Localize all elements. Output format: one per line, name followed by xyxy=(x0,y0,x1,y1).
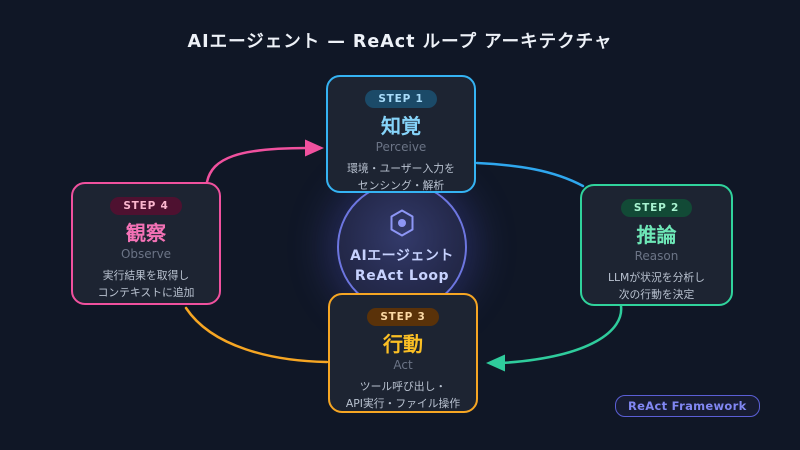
connector-act-to-observe xyxy=(184,306,329,364)
center-hub-label-en: ReAct Loop xyxy=(354,268,450,284)
page-title: AIエージェント — ReAct ループ アーキテクチャ xyxy=(187,32,613,52)
node-title: 知覚 xyxy=(381,114,421,138)
node-description-line1: LLMが状況を分析し xyxy=(608,271,705,284)
node-title: 観察 xyxy=(126,221,166,245)
node-subtitle: Act xyxy=(393,358,413,372)
step-badge: STEP 1 xyxy=(365,90,437,108)
node-description-line2: API実行・ファイル操作 xyxy=(345,396,461,410)
node-title: 推論 xyxy=(636,223,677,247)
node-subtitle: Observe xyxy=(120,247,172,261)
node-description: ツール呼び出し・ API実行・ファイル操作 xyxy=(346,379,460,412)
connector-perceive-to-reason xyxy=(475,161,585,188)
hexagon-icon xyxy=(390,209,414,237)
node-description: 環境・ユーザー入力を センシング・解析 xyxy=(347,161,455,194)
node-act: STEP 3 行動 Act ツール呼び出し・ API実行・ファイル操作 xyxy=(328,293,478,413)
node-subtitle: Perceive xyxy=(375,140,427,154)
node-description-line2: センシング・解析 xyxy=(357,178,445,192)
step-badge: STEP 2 xyxy=(620,199,693,217)
connector-reason-to-act xyxy=(486,304,623,372)
node-description-line1: 実行結果を取得し xyxy=(102,269,190,282)
connector-observe-to-perceive xyxy=(205,139,324,184)
node-description-line2: 次の行動を決定 xyxy=(618,287,695,301)
node-description: LLMが状況を分析し 次の行動を決定 xyxy=(608,270,705,303)
node-perceive: STEP 1 知覚 Perceive 環境・ユーザー入力を センシング・解析 xyxy=(326,75,476,193)
step-badge: STEP 3 xyxy=(367,308,439,326)
center-hub-label-jp: AIエージェント xyxy=(350,247,454,264)
node-description-line1: ツール呼び出し・ xyxy=(359,380,447,393)
node-title: 行動 xyxy=(383,332,423,356)
framework-badge: ReAct Framework xyxy=(615,395,760,417)
node-reason: STEP 2 推論 Reason LLMが状況を分析し 次の行動を決定 xyxy=(580,184,733,306)
node-observe: STEP 4 観察 Observe 実行結果を取得し コンテキストに追加 xyxy=(71,182,221,305)
node-description-line2: コンテキストに追加 xyxy=(97,285,195,299)
node-description-line1: 環境・ユーザー入力を xyxy=(347,162,455,175)
node-subtitle: Reason xyxy=(634,249,679,263)
arrowhead-left-icon xyxy=(486,354,505,372)
center-hub: AIエージェント ReAct Loop xyxy=(337,182,467,312)
arrowhead-right-icon xyxy=(305,139,324,157)
step-badge: STEP 4 xyxy=(110,197,182,215)
node-description: 実行結果を取得し コンテキストに追加 xyxy=(98,268,195,301)
